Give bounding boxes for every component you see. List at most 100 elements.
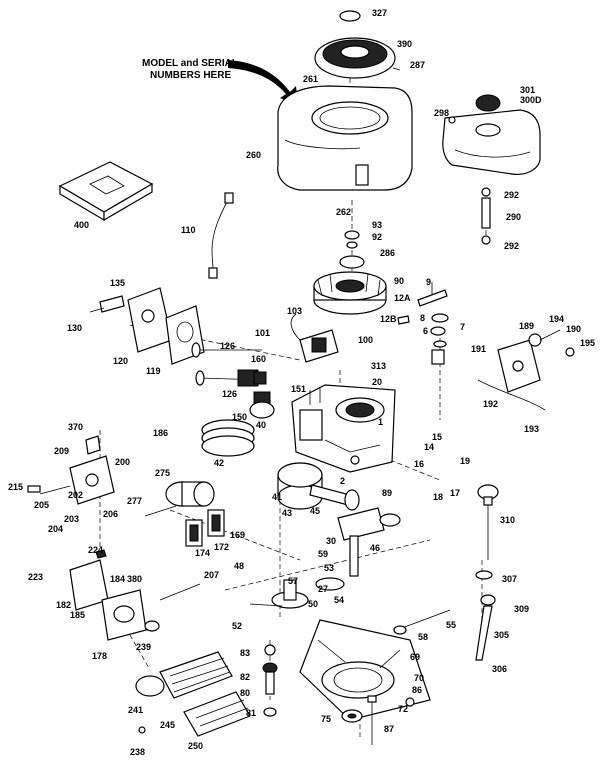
model-serial-callout: MODEL and SERIAL NUMBERS HERE	[142, 58, 298, 106]
label-300D: 300D	[520, 95, 542, 105]
label-130: 130	[67, 323, 82, 333]
label-305: 305	[494, 630, 509, 640]
label-126-lower: 126	[222, 389, 237, 399]
label-306: 306	[492, 664, 507, 674]
air-filter	[58, 161, 154, 222]
label-160: 160	[251, 354, 266, 364]
piston-rings	[201, 401, 275, 457]
crankcase-sump	[299, 619, 431, 721]
label-50: 50	[308, 599, 318, 609]
label-292-lower: 292	[504, 241, 519, 251]
label-209: 209	[54, 446, 69, 456]
label-12B: 12B	[380, 314, 397, 324]
label-193: 193	[524, 424, 539, 434]
label-59: 59	[318, 549, 328, 559]
label-103: 103	[287, 306, 302, 316]
label-57: 57	[288, 576, 298, 586]
label-200: 200	[115, 457, 130, 467]
label-81: 81	[246, 708, 256, 718]
label-58: 58	[418, 632, 428, 642]
label-290: 290	[506, 212, 521, 222]
label-241: 241	[128, 705, 143, 715]
label-178: 178	[92, 651, 107, 661]
label-370: 370	[68, 422, 83, 432]
label-298: 298	[434, 108, 449, 118]
label-238: 238	[130, 747, 145, 757]
crankshaft	[309, 484, 401, 577]
label-30: 30	[326, 536, 336, 546]
blower-housing	[277, 85, 413, 191]
ignition-armature	[290, 313, 339, 363]
spark-plug-wire	[208, 192, 234, 279]
label-110: 110	[181, 225, 196, 235]
label-191: 191	[471, 344, 486, 354]
label-19: 19	[460, 456, 470, 466]
label-69: 69	[410, 652, 420, 662]
label-75: 75	[321, 714, 331, 724]
label-380: 380	[127, 574, 142, 584]
fuel-pump	[69, 549, 201, 641]
label-206: 206	[103, 509, 118, 519]
label-184: 184	[110, 574, 125, 584]
label-192: 192	[483, 399, 498, 409]
label-245: 245	[160, 720, 175, 730]
label-27: 27	[318, 584, 328, 594]
flywheel	[313, 230, 387, 315]
label-9: 9	[426, 277, 431, 287]
label-17: 17	[450, 488, 460, 498]
label-151: 151	[291, 384, 306, 394]
part-labels: 327 390 287 261 301 300D 298 260 292 290…	[8, 8, 595, 757]
label-313: 313	[371, 361, 386, 371]
carburetor	[27, 435, 115, 505]
label-287: 287	[410, 60, 425, 70]
label-54: 54	[334, 595, 344, 605]
label-286: 286	[380, 248, 395, 258]
seal-and-bolt	[341, 695, 377, 745]
gear-stack	[262, 644, 278, 717]
label-42: 42	[214, 458, 224, 468]
crankcase-shaft	[393, 609, 451, 635]
label-18: 18	[433, 492, 443, 502]
label-307: 307	[502, 574, 517, 584]
fuel-line	[481, 187, 491, 245]
label-6: 6	[423, 326, 428, 336]
dipstick-tube	[475, 570, 496, 661]
label-40: 40	[256, 420, 266, 430]
label-185: 185	[70, 610, 85, 620]
label-12A: 12A	[394, 293, 411, 303]
label-48: 48	[234, 561, 244, 571]
label-101: 101	[255, 328, 270, 338]
label-277: 277	[127, 496, 142, 506]
label-90: 90	[394, 276, 404, 286]
label-100: 100	[358, 335, 373, 345]
label-261: 261	[303, 74, 318, 84]
camshaft	[249, 577, 345, 609]
label-7: 7	[460, 322, 465, 332]
label-223: 223	[28, 572, 43, 582]
label-135: 135	[110, 278, 125, 288]
label-41: 41	[272, 492, 282, 502]
label-92: 92	[372, 232, 382, 242]
label-86: 86	[412, 685, 422, 695]
label-52: 52	[232, 621, 242, 631]
fuel-tank	[442, 94, 541, 175]
label-186: 186	[153, 428, 168, 438]
label-174: 174	[195, 548, 210, 558]
callout-line-1: MODEL and SERIAL	[142, 58, 238, 69]
label-275: 275	[155, 468, 170, 478]
label-45: 45	[310, 506, 320, 516]
label-87: 87	[384, 724, 394, 734]
gaskets	[185, 509, 225, 547]
label-189: 189	[519, 321, 534, 331]
label-203: 203	[64, 514, 79, 524]
intake-assembly	[89, 287, 205, 365]
label-150: 150	[232, 412, 247, 422]
label-93: 93	[372, 220, 382, 230]
label-310: 310	[500, 515, 515, 525]
flywheel-hardware	[397, 282, 449, 365]
callout-line-2: NUMBERS HERE	[150, 70, 231, 81]
label-204: 204	[48, 524, 63, 534]
label-327: 327	[372, 8, 387, 18]
